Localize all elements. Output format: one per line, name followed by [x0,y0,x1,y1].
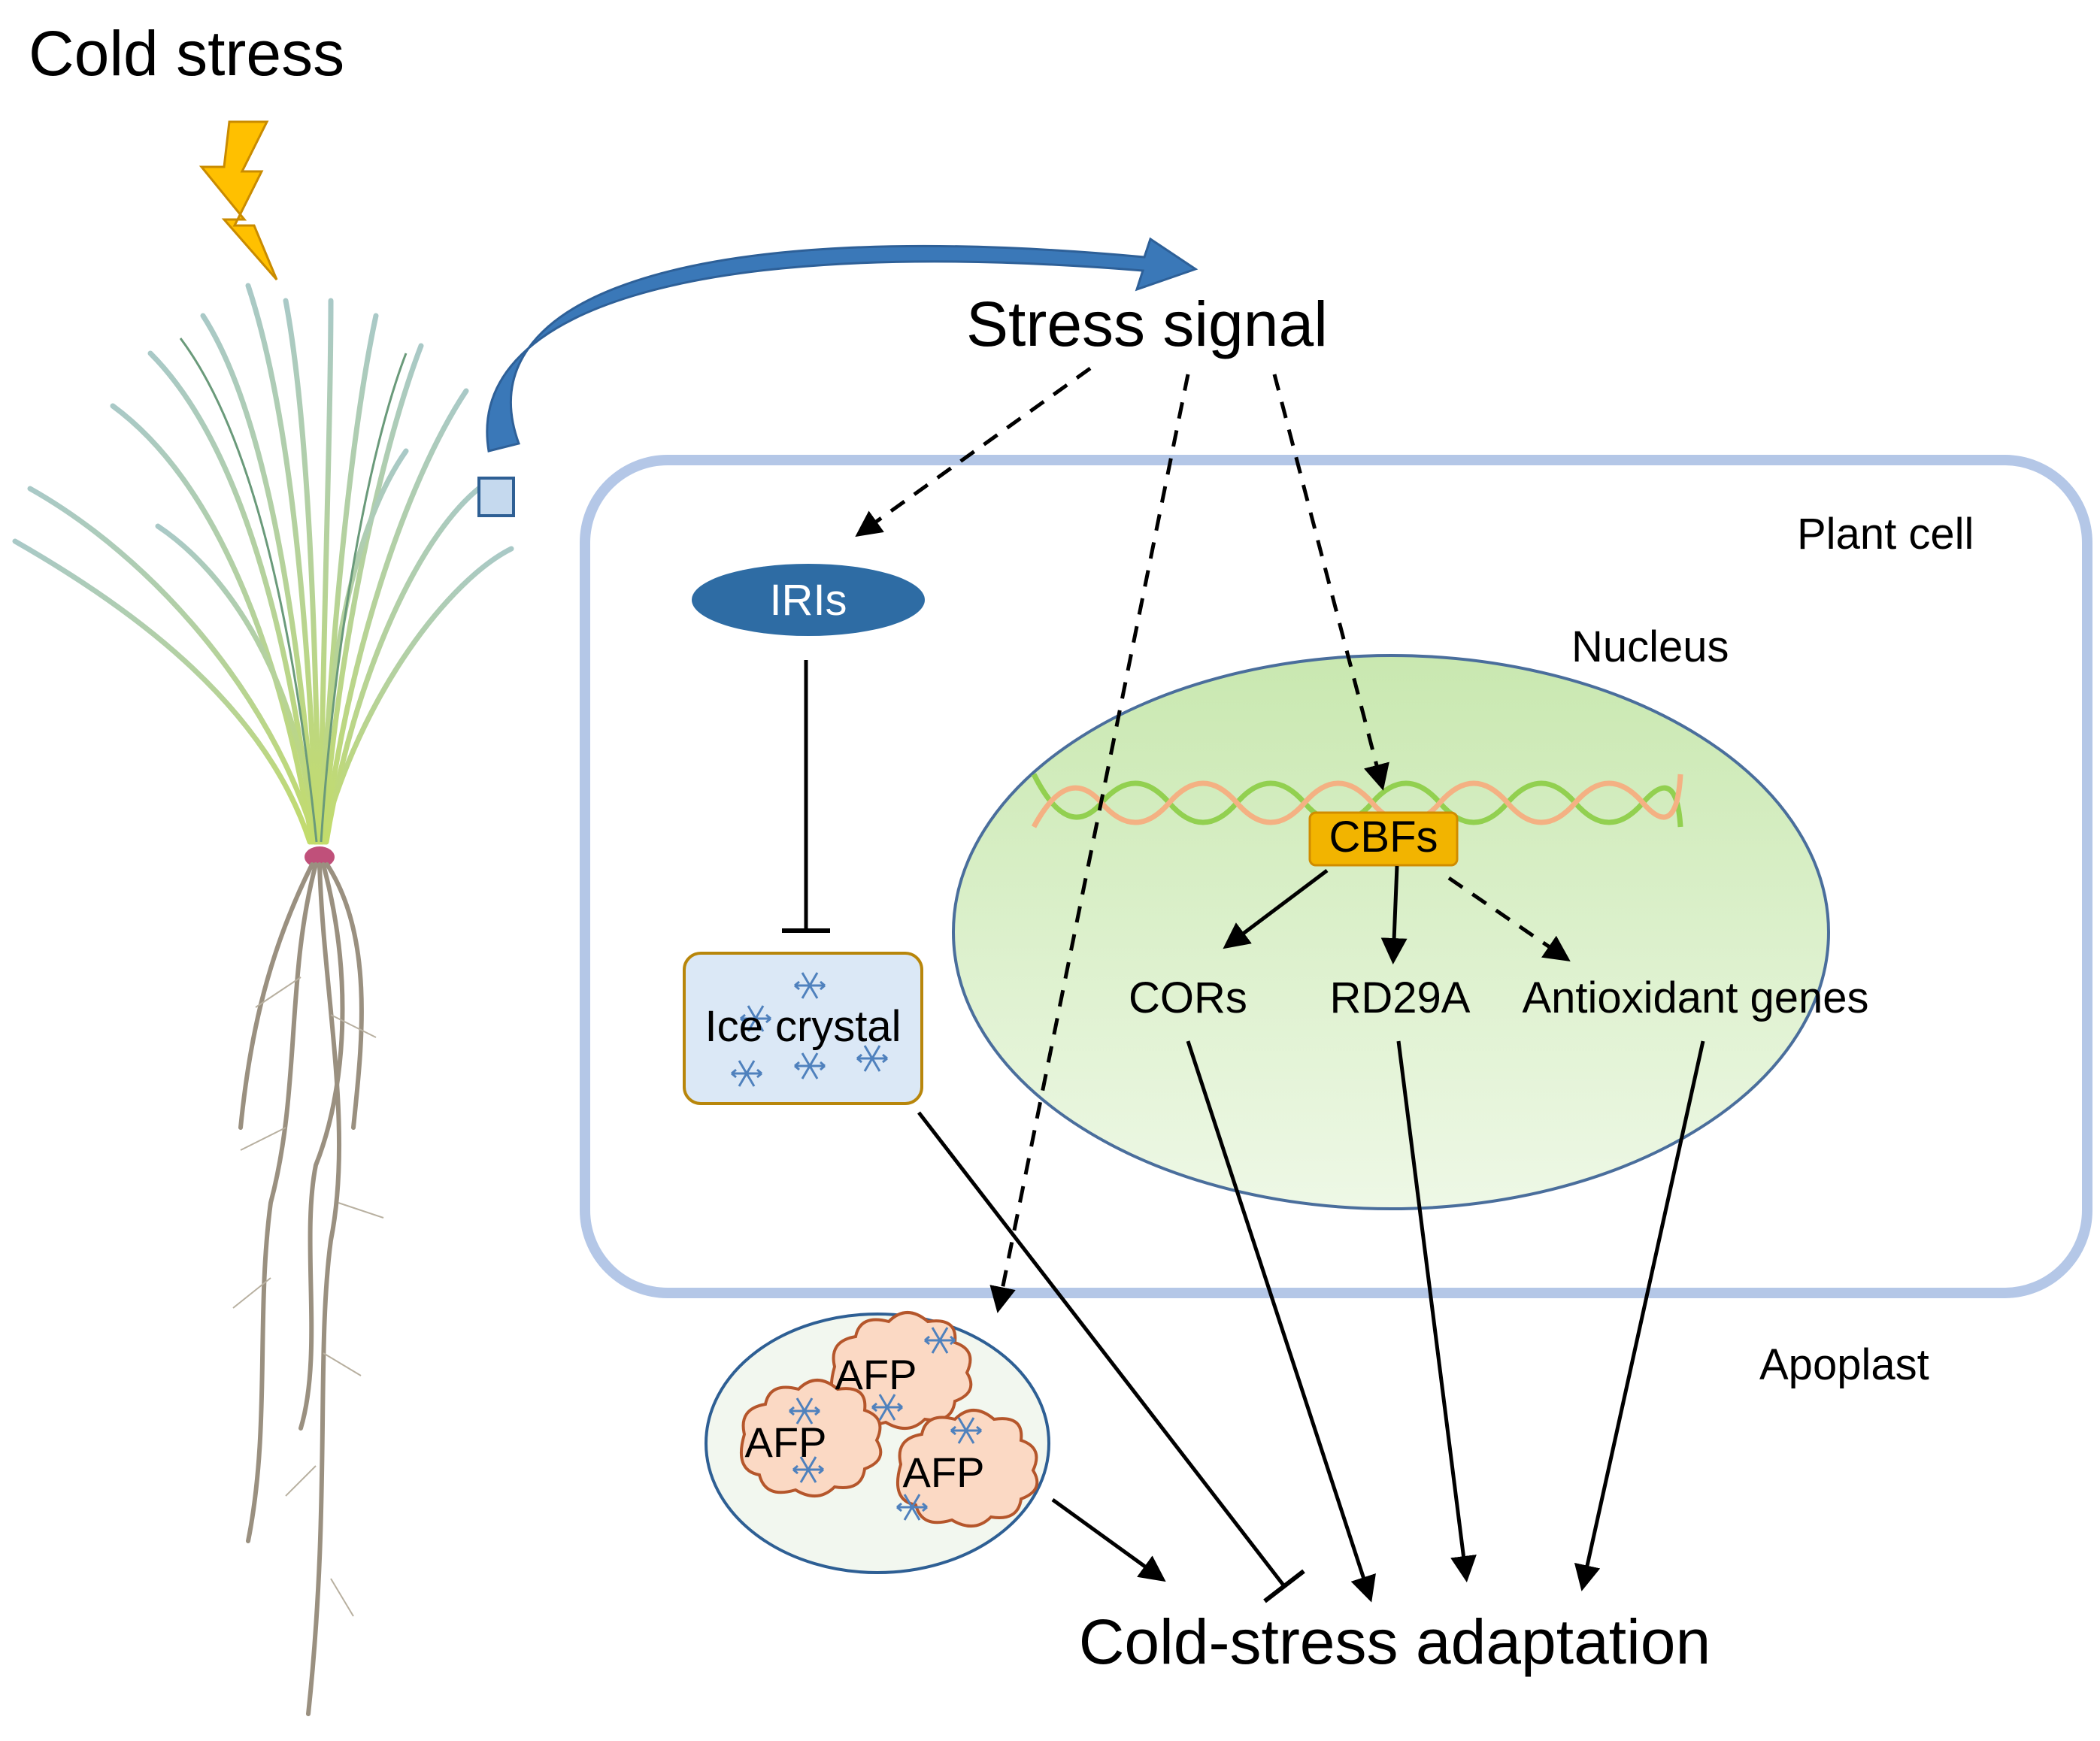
antioxidant-genes-label: Antioxidant genes [1522,973,1868,1022]
curved-arrow-icon [486,237,1198,453]
rd29a-label: RD29A [1330,973,1471,1022]
cors-label: CORs [1129,973,1247,1022]
cbfs-box [1308,811,1459,867]
nucleus-label: Nucleus [1571,622,1729,671]
iris-label: IRIs [769,576,847,625]
adaptation-label: Cold-stress adaptation [1079,1606,1711,1677]
afp-label-2: AFP [745,1419,827,1466]
cbfs-arrows [1223,865,1408,964]
plant-illustration [12,283,514,1716]
apoplast-label: Apoplast [1759,1340,1929,1389]
adaptation-arrows [917,1040,1705,1603]
cbfs-label: CBFs [1329,813,1438,861]
dashed-arrows [855,366,1571,1313]
lightning-bolt-icon [198,120,278,280]
nucleus [952,654,1830,1210]
afp-label-3: AFP [903,1449,985,1496]
zoom-square [477,477,515,517]
iris-ellipse [692,564,925,636]
plant-cell-label: Plant cell [1797,510,1974,559]
plant-cell-box [580,455,2092,1298]
dna-helix-icon [1031,773,1683,828]
ice-crystal-label: Ice crystal [705,1002,901,1051]
afp-clouds [740,1311,1039,1528]
afp-label-1: AFP [835,1351,917,1398]
cold-stress-title: Cold stress [29,18,344,89]
stress-signal-label: Stress signal [966,289,1328,359]
ice-crystal-box [683,952,923,1105]
